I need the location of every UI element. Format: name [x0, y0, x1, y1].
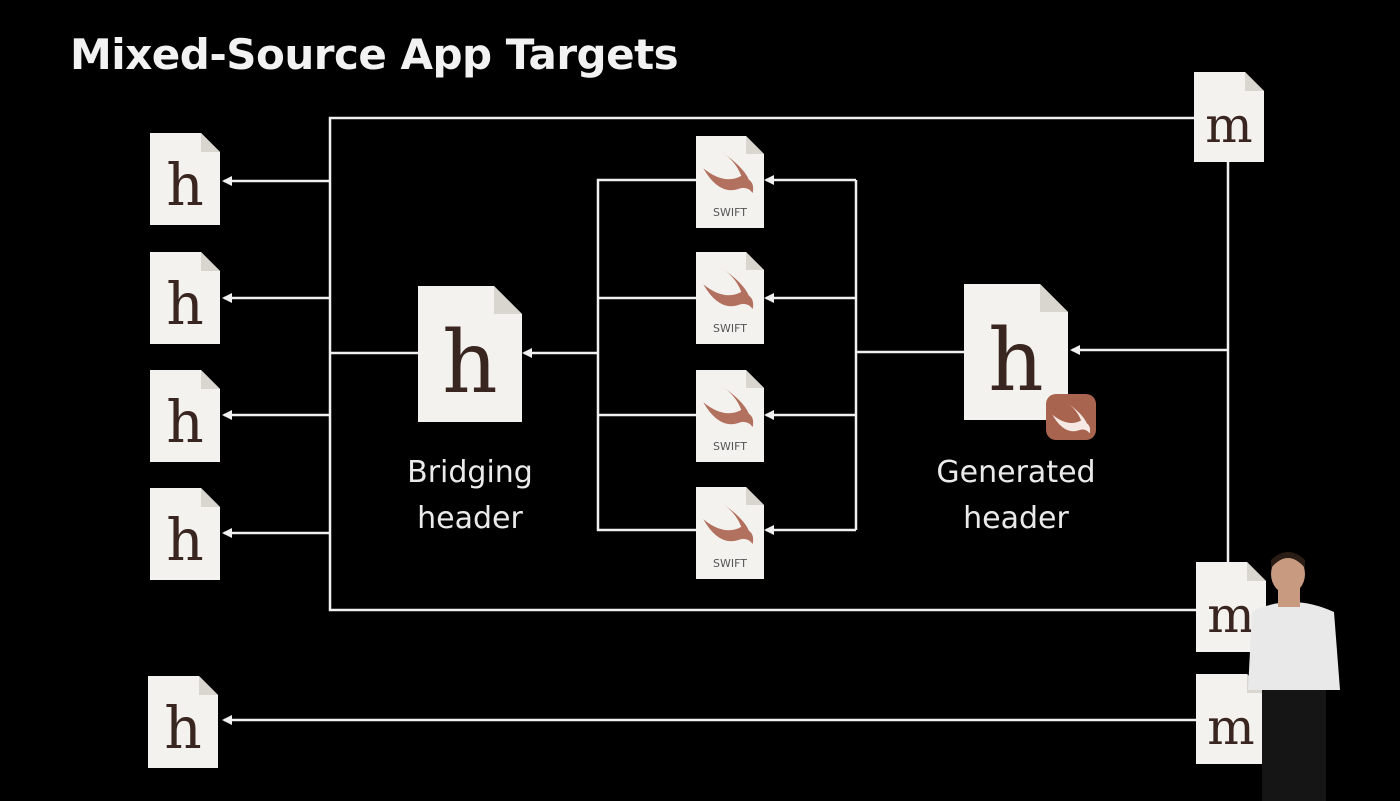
- swift-file-3: SWIFT: [696, 370, 764, 462]
- bridging-header-label: Bridging header: [360, 450, 580, 542]
- header-file-bottom-glyph: h: [164, 694, 201, 762]
- header-file-4: h: [150, 488, 220, 580]
- swift-file-1: SWIFT: [696, 136, 764, 228]
- header-file-2: h: [150, 252, 220, 344]
- impl-file-bottom-glyph: m: [1207, 698, 1254, 756]
- header-file-4-glyph: h: [166, 506, 203, 574]
- swift-file-4-tag: SWIFT: [713, 557, 747, 570]
- connector-lines: [222, 116, 1230, 725]
- outer-loop-top: [328, 116, 1196, 612]
- swift-badge-icon: [1046, 394, 1096, 440]
- header-file-3: h: [150, 370, 220, 462]
- impl-file-bottom: m: [1196, 674, 1266, 764]
- swift-file-1-tag: SWIFT: [713, 206, 747, 219]
- header-file-1-glyph: h: [166, 151, 203, 219]
- generated-header-file-glyph: h: [988, 311, 1043, 411]
- impl-file-middle-glyph: m: [1207, 586, 1254, 644]
- bridging-header-file-glyph: h: [442, 313, 497, 413]
- generated-header-file: h: [964, 284, 1068, 420]
- generated-header-label-line1: Generated: [936, 455, 1096, 490]
- impl-file-middle: m: [1196, 562, 1266, 652]
- header-file-3-glyph: h: [166, 388, 203, 456]
- header-file-bottom: h: [148, 676, 218, 768]
- swift-file-2-tag: SWIFT: [713, 322, 747, 335]
- bridging-header-label-line2: header: [417, 501, 523, 536]
- generated-header-label-line2: header: [963, 501, 1069, 536]
- generated-header-label: Generated header: [906, 450, 1126, 542]
- bridging-header-label-line1: Bridging: [407, 455, 533, 490]
- header-file-2-glyph: h: [166, 270, 203, 338]
- presenter: [1248, 552, 1340, 801]
- swift-bracket-left: [596, 178, 698, 532]
- swift-file-4: SWIFT: [696, 487, 764, 579]
- swift-file-3-tag: SWIFT: [713, 440, 747, 453]
- slide-title: Mixed-Source App Targets: [70, 30, 679, 79]
- bridging-header-file: h: [418, 286, 522, 422]
- impl-file-top: m: [1194, 72, 1264, 162]
- impl-file-top-glyph: m: [1205, 96, 1252, 154]
- swift-file-2: SWIFT: [696, 252, 764, 344]
- header-file-1: h: [150, 133, 220, 225]
